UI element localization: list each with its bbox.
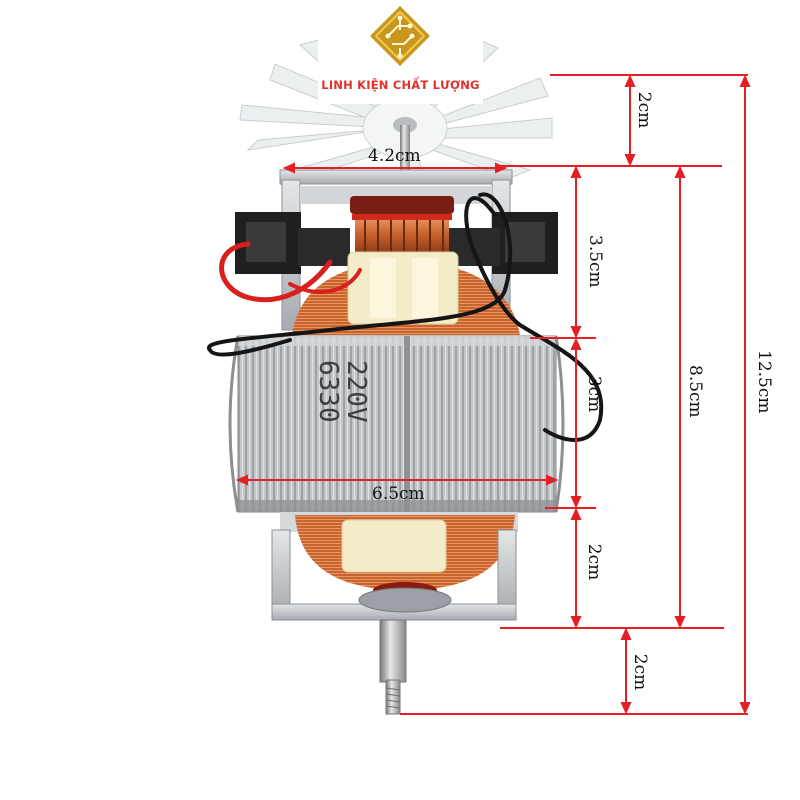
dim-arrow: [570, 496, 582, 509]
dim-label-body-height: 8.5cm: [685, 365, 705, 418]
bottom-bracket: [271, 529, 517, 621]
dim-arrow: [739, 74, 751, 87]
dim-label-fan-width: 4.2cm: [368, 146, 421, 166]
upper-winding: [292, 251, 520, 335]
stator-core: [228, 335, 565, 513]
dim-arrow: [235, 474, 248, 486]
dim-label-brush-height: 3.5cm: [585, 235, 605, 288]
dim-label-fan-height: 2cm: [634, 91, 654, 129]
dim-arrow: [570, 337, 582, 350]
dim-label-total-height: 12.5cm: [754, 350, 774, 414]
dim-arrow: [624, 154, 636, 167]
dimension-lines: [235, 74, 751, 715]
circuit-diamond-icon: [370, 6, 430, 66]
brush-holders: [235, 212, 558, 274]
dim-arrow: [570, 507, 582, 520]
dim-arrow: [620, 627, 632, 640]
dim-arrow: [674, 165, 686, 178]
brand-name: LINH KIỆN CHẤT LƯỢNG: [321, 78, 480, 92]
output-shaft: [379, 619, 407, 715]
dim-label-stator-height: 3cm: [584, 375, 604, 413]
lead-wires: [206, 192, 604, 442]
dim-label-shaft-height: 2cm: [630, 653, 650, 691]
dim-arrow: [674, 616, 686, 629]
dim-label-stator-width: 6.5cm: [372, 484, 425, 504]
brand-logo: LINH KIỆN CHẤT LƯỢNG: [318, 0, 483, 104]
dim-arrow: [620, 702, 632, 715]
housing-model-text: 6330: [313, 360, 343, 423]
dim-label-lower-coil-height: 2cm: [584, 543, 604, 581]
dim-arrow: [624, 74, 636, 87]
commutator: [350, 196, 454, 254]
lower-winding: [280, 512, 518, 598]
dim-arrow: [570, 165, 582, 178]
dim-arrow: [570, 616, 582, 629]
dim-arrow: [739, 702, 751, 715]
housing-voltage-text: 220V: [341, 360, 371, 423]
dim-arrow: [282, 162, 295, 174]
dim-arrow: [546, 474, 559, 486]
housing-stamp: 6330 220V: [313, 360, 371, 423]
dim-arrow: [570, 326, 582, 339]
